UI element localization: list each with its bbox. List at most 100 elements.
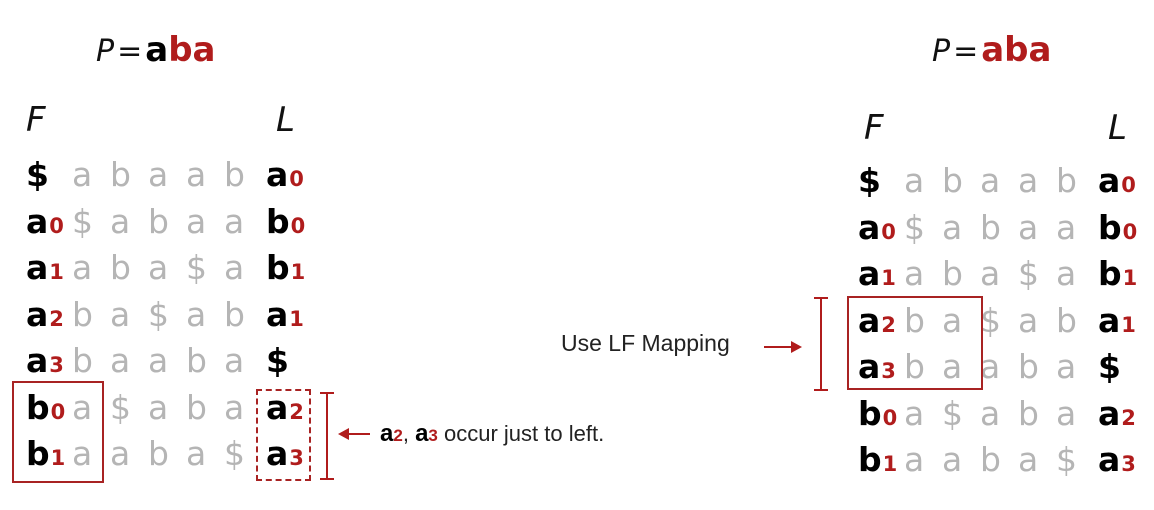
middle-cell: a xyxy=(1056,347,1077,386)
cell-char: b xyxy=(1098,207,1122,247)
middle-cell: b xyxy=(148,201,169,241)
middle-cell: a xyxy=(110,341,131,380)
cell-char: a xyxy=(266,434,289,473)
cell-char: a xyxy=(1098,440,1121,479)
middle-cell: $ xyxy=(148,294,169,334)
middle-cell: a xyxy=(904,254,925,293)
right-bracket xyxy=(814,297,828,391)
cell-char: b xyxy=(858,393,882,433)
middle-cell: b xyxy=(1056,161,1077,200)
rank-subscript: 3 xyxy=(289,446,304,470)
middle-cell: a xyxy=(148,387,169,427)
cell-char: a xyxy=(1098,393,1121,433)
rank-subscript: 1 xyxy=(882,452,898,476)
middle-cell: a xyxy=(1018,440,1039,479)
cell-char: a xyxy=(266,155,289,194)
l-column-cell: a3 xyxy=(266,431,304,477)
rank-subscript: 1 xyxy=(881,266,896,290)
note-char-2: a xyxy=(415,420,429,447)
middle-cell: a xyxy=(224,201,245,241)
l-column-cell: a1 xyxy=(266,292,304,338)
note-sub-2: 3 xyxy=(428,426,438,445)
middle-cell: a xyxy=(148,155,169,194)
rank-subscript: 0 xyxy=(50,399,66,424)
middle-cell: a xyxy=(980,254,1001,293)
middle-cell: a xyxy=(1056,207,1077,247)
middle-cell: a xyxy=(224,387,245,427)
f-column-cell: a3 xyxy=(858,344,896,390)
rank-subscript: 3 xyxy=(1121,452,1136,476)
right-header-f: F xyxy=(864,108,884,148)
middle-cell: b xyxy=(942,161,963,200)
right-prefix-box xyxy=(847,296,983,390)
middle-cell: b xyxy=(980,207,1001,247)
f-column-cell: b0 xyxy=(858,391,897,437)
note-char-1: a xyxy=(380,420,394,447)
f-column-cell: b1 xyxy=(858,437,897,483)
f-column-cell: $ xyxy=(26,152,49,198)
cell-char: a xyxy=(1098,300,1121,340)
l-column-cell: a0 xyxy=(1098,158,1136,204)
cell-char: b xyxy=(26,434,50,473)
middle-cell: b xyxy=(148,434,169,473)
middle-cell: a xyxy=(72,155,93,194)
middle-cell: a xyxy=(980,393,1001,433)
l-column-cell: a3 xyxy=(1098,437,1136,483)
cell-char: a xyxy=(26,341,49,380)
middle-cell: $ xyxy=(72,201,93,241)
cell-char: $ xyxy=(858,161,881,200)
middle-cell: a xyxy=(224,248,245,287)
middle-cell: $ xyxy=(224,434,245,473)
middle-cell: a xyxy=(148,248,169,287)
middle-cell: $ xyxy=(980,300,1001,340)
middle-cell: b xyxy=(904,347,925,386)
cell-char: b xyxy=(266,201,290,241)
middle-cell: $ xyxy=(110,387,131,427)
middle-cell: b xyxy=(186,387,207,427)
middle-cell: b xyxy=(1018,347,1039,386)
cell-char: a xyxy=(858,300,881,340)
rank-subscript: 1 xyxy=(290,260,306,284)
rank-subscript: 1 xyxy=(1122,266,1138,290)
l-column-cell: a0 xyxy=(266,152,304,198)
middle-cell: b xyxy=(1056,300,1077,340)
pattern-prefix: a xyxy=(145,30,169,70)
rank-subscript: 2 xyxy=(49,306,64,331)
left-arrow-icon xyxy=(338,428,370,440)
cell-char: a xyxy=(26,248,49,287)
f-column-cell: b1 xyxy=(26,431,65,477)
l-column-cell: $ xyxy=(266,338,289,384)
cell-char: b xyxy=(1098,254,1122,293)
cell-char: a xyxy=(266,294,289,334)
f-column-cell: a2 xyxy=(26,292,64,338)
rank-subscript: 3 xyxy=(49,353,64,377)
left-header-l: L xyxy=(276,100,295,140)
f-column-cell: a3 xyxy=(26,338,64,384)
f-column-cell: a0 xyxy=(26,199,64,245)
middle-cell: $ xyxy=(1056,440,1077,479)
middle-cell: $ xyxy=(942,393,963,433)
middle-cell: $ xyxy=(1018,254,1039,293)
middle-cell: a xyxy=(1056,254,1077,293)
l-column-cell: a2 xyxy=(266,385,304,431)
cell-char: a xyxy=(26,201,49,241)
middle-cell: a xyxy=(110,201,131,241)
middle-cell: a xyxy=(942,440,963,479)
f-column-cell: a1 xyxy=(858,251,896,297)
rank-subscript: 1 xyxy=(1121,312,1136,337)
middle-cell: a xyxy=(110,434,131,473)
middle-cell: a xyxy=(904,161,925,200)
middle-cell: a xyxy=(72,434,93,473)
middle-cell: a xyxy=(904,393,925,433)
middle-cell: a xyxy=(186,201,207,241)
rank-subscript: 2 xyxy=(1121,405,1136,430)
f-column-cell: $ xyxy=(858,158,881,204)
middle-cell: b xyxy=(72,294,93,334)
right-header-l: L xyxy=(1108,108,1127,148)
